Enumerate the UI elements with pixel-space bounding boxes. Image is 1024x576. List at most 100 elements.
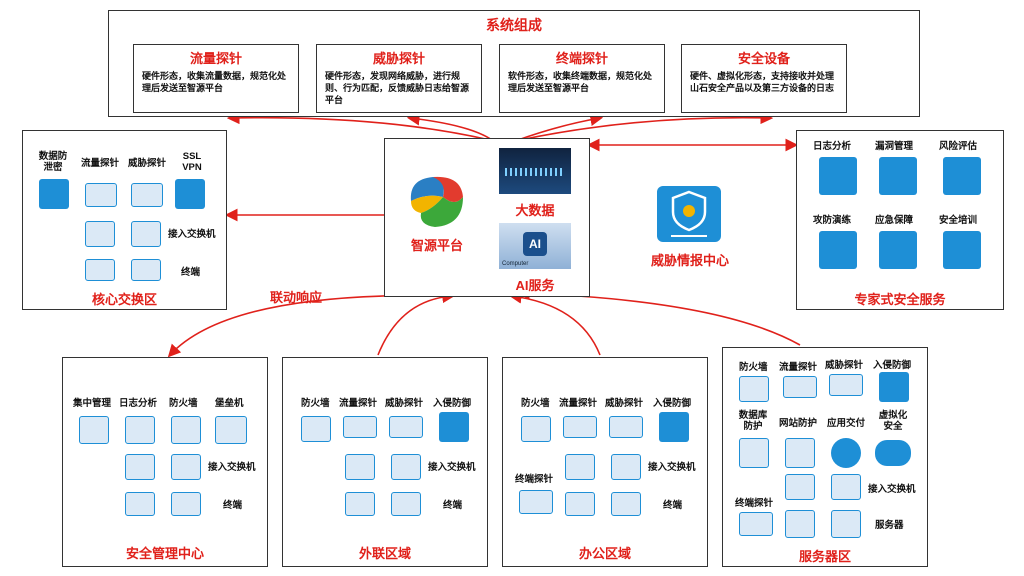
label-access-switch: 接入交换机 xyxy=(428,462,476,473)
database-protect-icon xyxy=(739,438,769,468)
threat-probe-icon xyxy=(829,374,863,396)
card-security-device: 安全设备 硬件、虚拟化形态，支持接收并处理山石安全产品以及第三方设备的日志 xyxy=(681,44,847,113)
firewall-icon xyxy=(301,416,331,442)
label-access-switch: 接入交换机 xyxy=(868,484,916,495)
server-title: 服务器区 xyxy=(798,549,851,564)
label-access-switch: 接入交换机 xyxy=(208,462,256,473)
training-icon xyxy=(943,231,981,269)
switch-icon xyxy=(611,454,641,480)
label-flow-probe: 流量探针 xyxy=(81,158,120,169)
terminal-icon xyxy=(565,492,595,516)
switch-icon xyxy=(171,454,201,480)
label-terminal: 终端 xyxy=(443,500,463,511)
extranet-title: 外联区域 xyxy=(358,546,411,561)
office-title: 办公区域 xyxy=(578,546,631,561)
swords-icon xyxy=(819,231,857,269)
label-emergency: 应急保障 xyxy=(875,215,914,226)
threat-probe-icon xyxy=(609,416,643,438)
terminal-icon xyxy=(171,492,201,516)
label-access-switch: 接入交换机 xyxy=(168,229,216,240)
mgmt-title: 安全管理中心 xyxy=(125,546,204,561)
card-title: 终端探针 xyxy=(555,51,608,66)
flow-probe-icon xyxy=(783,376,817,398)
switch-icon xyxy=(131,221,161,247)
label-bastion: 堡垒机 xyxy=(215,398,244,409)
server-rack-icon xyxy=(79,416,109,444)
label-threat-probe: 威胁探针 xyxy=(128,158,167,169)
firewall-icon xyxy=(739,376,769,402)
radar-icon xyxy=(879,157,917,195)
label-dlp: 数据防泄密 xyxy=(38,151,68,173)
bigdata-image xyxy=(499,148,571,194)
label-terminal: 终端 xyxy=(223,500,243,511)
switch-icon xyxy=(125,454,155,480)
ai-chip-icon: AI xyxy=(523,232,547,256)
ips-shield-icon xyxy=(439,412,469,442)
terminal-icon xyxy=(611,492,641,516)
switch-icon xyxy=(831,474,861,500)
extranet-zone: 防火墙 流量探针 威胁探针 入侵防御 接入交换机 终端 外联区域 xyxy=(282,357,488,567)
mgmt-center-zone: 集中管理 日志分析 防火墙 堡垒机 接入交换机 终端 安全管理中心 xyxy=(62,357,268,567)
database-icon xyxy=(39,179,69,209)
label-firewall: 防火墙 xyxy=(521,398,550,409)
label-db-protect: 数据库防护 xyxy=(738,410,768,432)
arrow-to-system-mid2 xyxy=(517,113,604,141)
arrow-to-system-right xyxy=(519,111,774,141)
ips-shield-icon xyxy=(659,412,689,442)
card-title: 流量探针 xyxy=(189,51,242,66)
label-app-delivery: 应用交付 xyxy=(827,418,866,429)
label-access-switch: 接入交换机 xyxy=(648,462,696,473)
endpoint-probe-icon xyxy=(739,512,773,536)
threat-probe-icon xyxy=(131,183,163,207)
linkage-label: 联动响应 xyxy=(270,290,323,305)
server-icon xyxy=(785,510,815,538)
arrow-to-system-left xyxy=(226,111,491,141)
web-protect-icon xyxy=(785,438,815,468)
label-risk-assess: 风险评估 xyxy=(939,141,978,152)
server-rack-icon xyxy=(125,416,155,444)
card-flow-probe: 流量探针 硬件形态，收集流量数据，规范化处理后发送至智源平台 xyxy=(133,44,299,113)
label-ips: 入侵防御 xyxy=(653,398,692,409)
core-zone-title: 核心交换区 xyxy=(91,292,157,307)
vpn-icon xyxy=(175,179,205,209)
label-server: 服务器 xyxy=(875,520,904,531)
flow-probe-icon xyxy=(343,416,377,438)
card-title: 安全设备 xyxy=(737,51,790,66)
bigdata-label: 大数据 xyxy=(515,203,555,218)
card-desc: 硬件形态，收集流量数据，规范化处理后发送至智源平台 xyxy=(142,71,287,93)
system-composition-panel: 系统组成 流量探针 硬件形态，收集流量数据，规范化处理后发送至智源平台 威胁探针… xyxy=(108,10,920,117)
label-flow-probe: 流量探针 xyxy=(779,362,818,373)
terminal-icon xyxy=(85,259,115,281)
label-endpoint-probe: 终端探针 xyxy=(515,474,554,485)
expert-services-zone: 日志分析 漏洞管理 风险评估 攻防演练 应急保障 安全培训 专家式安全服务 xyxy=(796,130,1004,310)
log-analysis-icon xyxy=(819,157,857,195)
label-attack-drill: 攻防演练 xyxy=(813,215,852,226)
terminal-icon xyxy=(345,492,375,516)
card-desc: 硬件、虚拟化形态，支持接收并处理山石安全产品以及第三方设备的日志 xyxy=(690,71,835,93)
label-log-analysis: 日志分析 xyxy=(119,398,158,409)
label-terminal: 终端 xyxy=(663,500,683,511)
label-threat-probe: 威胁探针 xyxy=(605,398,644,409)
core-switch-zone: 数据防泄密 流量探针 威胁探针 SSL VPN 接入交换机 终端 核心交换区 xyxy=(22,130,227,310)
threat-intel-icon xyxy=(657,186,721,242)
expert-title: 专家式安全服务 xyxy=(854,292,946,307)
switch-icon xyxy=(85,221,115,247)
label-flow-probe: 流量探针 xyxy=(559,398,598,409)
flow-probe-icon xyxy=(85,183,117,207)
firewall-icon xyxy=(521,416,551,442)
ai-image: AI Computer xyxy=(499,223,571,269)
card-desc: 软件形态，收集终端数据，规范化处理后发送至智源平台 xyxy=(508,71,653,93)
card-title: 威胁探针 xyxy=(372,51,425,66)
system-title: 系统组成 xyxy=(486,17,542,33)
office-zone: 防火墙 流量探针 威胁探针 入侵防御 接入交换机 终端探针 终端 办公区域 xyxy=(502,357,708,567)
server-icon xyxy=(831,510,861,538)
label-firewall: 防火墙 xyxy=(169,398,198,409)
card-desc: 硬件形态，发现网络威胁，进行规则、行为匹配，反馈威胁日志给智源平台 xyxy=(325,71,470,105)
card-endpoint-probe: 终端探针 软件形态，收集终端数据，规范化处理后发送至智源平台 xyxy=(499,44,665,113)
label-ips: 入侵防御 xyxy=(873,360,912,371)
label-log-analysis: 日志分析 xyxy=(813,141,852,152)
switch-icon xyxy=(565,454,595,480)
label-virt-security: 虚拟化安全 xyxy=(878,410,908,432)
ips-shield-icon xyxy=(879,372,909,402)
cloud-shield-icon xyxy=(875,440,911,466)
